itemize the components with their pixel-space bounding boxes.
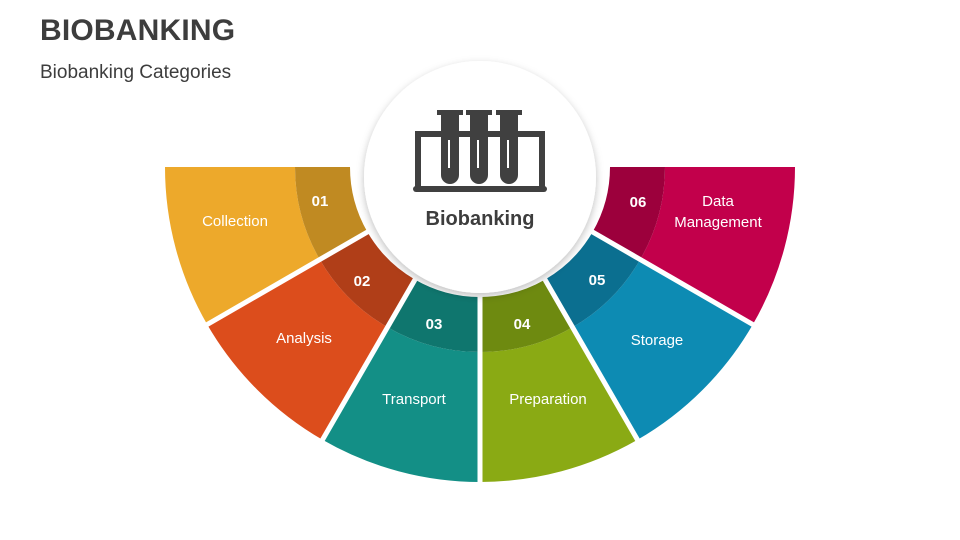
page-title: BIOBANKING	[40, 14, 236, 47]
segment-number-band	[319, 232, 415, 328]
segment-number: 01	[312, 193, 329, 210]
segment-number-band	[480, 279, 573, 352]
segment-outer-band	[480, 327, 638, 482]
segment-number: 04	[514, 316, 531, 333]
segment-outer-band	[165, 167, 320, 325]
segment-outer-band	[207, 259, 388, 440]
segment-label: Collection	[202, 213, 268, 230]
segment-divider	[318, 276, 419, 445]
segment-number: 05	[589, 272, 606, 289]
segment-label: Storage	[631, 332, 684, 349]
segment-label: Transport	[382, 391, 446, 408]
segment-label: Analysis	[276, 330, 332, 347]
segment-number: 02	[354, 273, 371, 290]
segment-divider	[541, 276, 642, 445]
segment-label: Management	[674, 214, 762, 231]
segment-divider	[589, 228, 758, 329]
segment-number-band	[295, 167, 368, 260]
segment-outer-band	[322, 327, 480, 482]
segment-number: 06	[630, 194, 647, 211]
segment-divider	[202, 228, 371, 329]
segment-number-band	[387, 279, 480, 352]
segment-number-band	[592, 167, 665, 260]
test-tubes-rack-icon	[413, 110, 547, 192]
center-label: Biobanking	[426, 208, 535, 230]
page-subtitle: Biobanking Categories	[40, 62, 232, 83]
segment-outer-band	[572, 259, 753, 440]
segment-number-band	[545, 232, 641, 328]
center-circle: Biobanking	[364, 61, 596, 293]
segment-number: 03	[426, 316, 443, 333]
segment-outer-band	[640, 167, 795, 325]
segment-label: Data	[702, 193, 734, 210]
segment-label: Preparation	[509, 391, 587, 408]
